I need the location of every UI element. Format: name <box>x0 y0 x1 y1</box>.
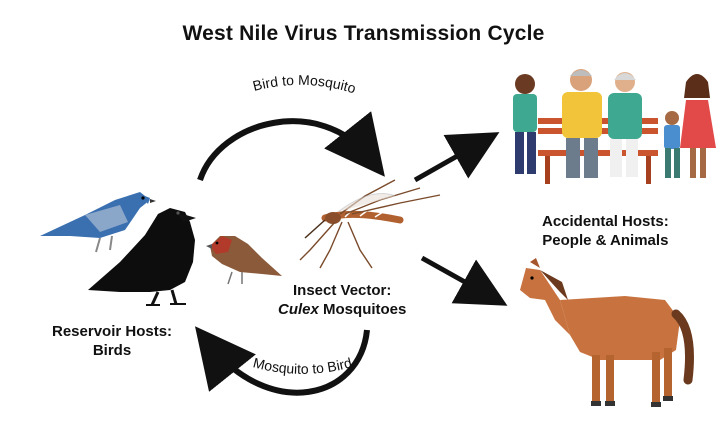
finch-icon <box>206 236 282 285</box>
insect-vector-subtitle: Culex Mosquitoes <box>278 300 406 319</box>
reservoir-hosts-label: Reservoir Hosts: Birds <box>52 322 172 360</box>
accidental-hosts-subtitle: People & Animals <box>542 232 669 249</box>
insect-vector-rest: Mosquitoes <box>318 301 407 318</box>
mosquito-to-bird-label: Mosquito to Bird <box>252 354 354 376</box>
diagram-title: West Nile Virus Transmission Cycle <box>182 22 545 45</box>
to-animals-arrow <box>420 255 508 306</box>
bird-to-mosquito-label: Bird to Mosquito <box>251 72 358 97</box>
reservoir-hosts-subtitle: Birds <box>92 342 132 359</box>
insect-vector-genus: Culex <box>278 301 319 318</box>
accidental-hosts-title: Accidental Hosts: <box>542 213 669 230</box>
insect-vector-title: Insect Vector: <box>293 282 392 299</box>
reservoir-hosts-title: Reservoir Hosts: <box>52 323 173 340</box>
bluebird-icon <box>40 192 156 253</box>
to-people-arrow <box>413 132 500 183</box>
accidental-hosts-label: Accidental Hosts: People & Animals <box>542 212 669 250</box>
horse-icon <box>520 258 694 407</box>
mosquito-to-bird-arrow <box>194 326 370 396</box>
mosquito-icon <box>299 179 441 269</box>
family-on-bench-icon <box>513 69 716 184</box>
insect-vector-label: Insect Vector: Culex Mosquitoes <box>278 281 406 319</box>
bird-to-mosquito-arrow <box>197 111 385 182</box>
crow-icon <box>88 208 196 306</box>
